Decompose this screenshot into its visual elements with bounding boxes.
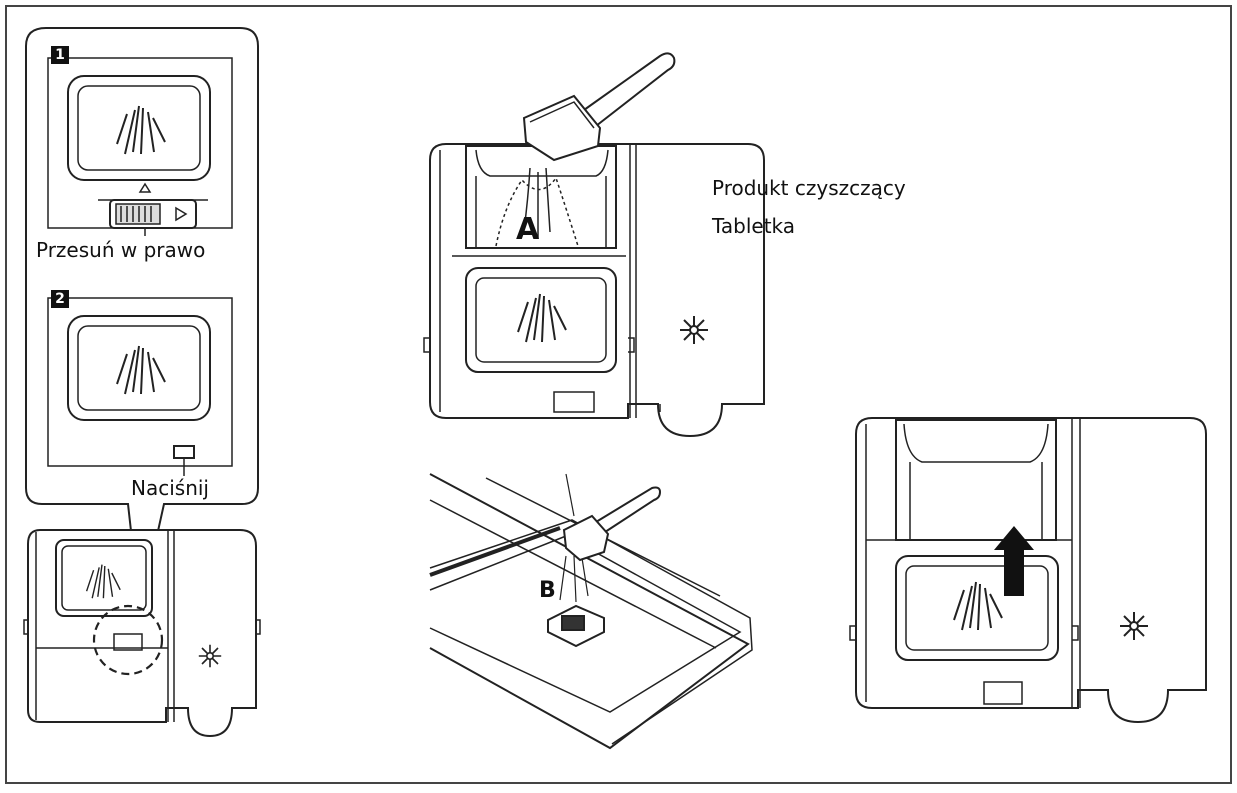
step-2-panel [47, 297, 233, 476]
label-tablet: Tabletka [712, 214, 796, 238]
label-slide-right: Przesuń w prawo [36, 238, 206, 262]
step-number-2: 2 [51, 290, 69, 308]
small-dispenser [23, 529, 261, 738]
label-press: Naciśnij [131, 476, 209, 500]
marker-b: B [539, 578, 556, 603]
dispenser-closed [849, 417, 1207, 724]
highlight-circle [92, 604, 164, 676]
measuring-scoop-icon [522, 52, 676, 162]
small-scoop [562, 486, 662, 562]
step-1-panel [47, 57, 233, 236]
step-number-1: 1 [51, 46, 69, 64]
label-cleaning-product: Produkt czyszczący [712, 176, 906, 200]
marker-a: A [516, 212, 540, 247]
slider-handle [109, 199, 197, 229]
dispenser-open-filling [423, 143, 765, 438]
arrow-up-icon [994, 526, 1034, 596]
